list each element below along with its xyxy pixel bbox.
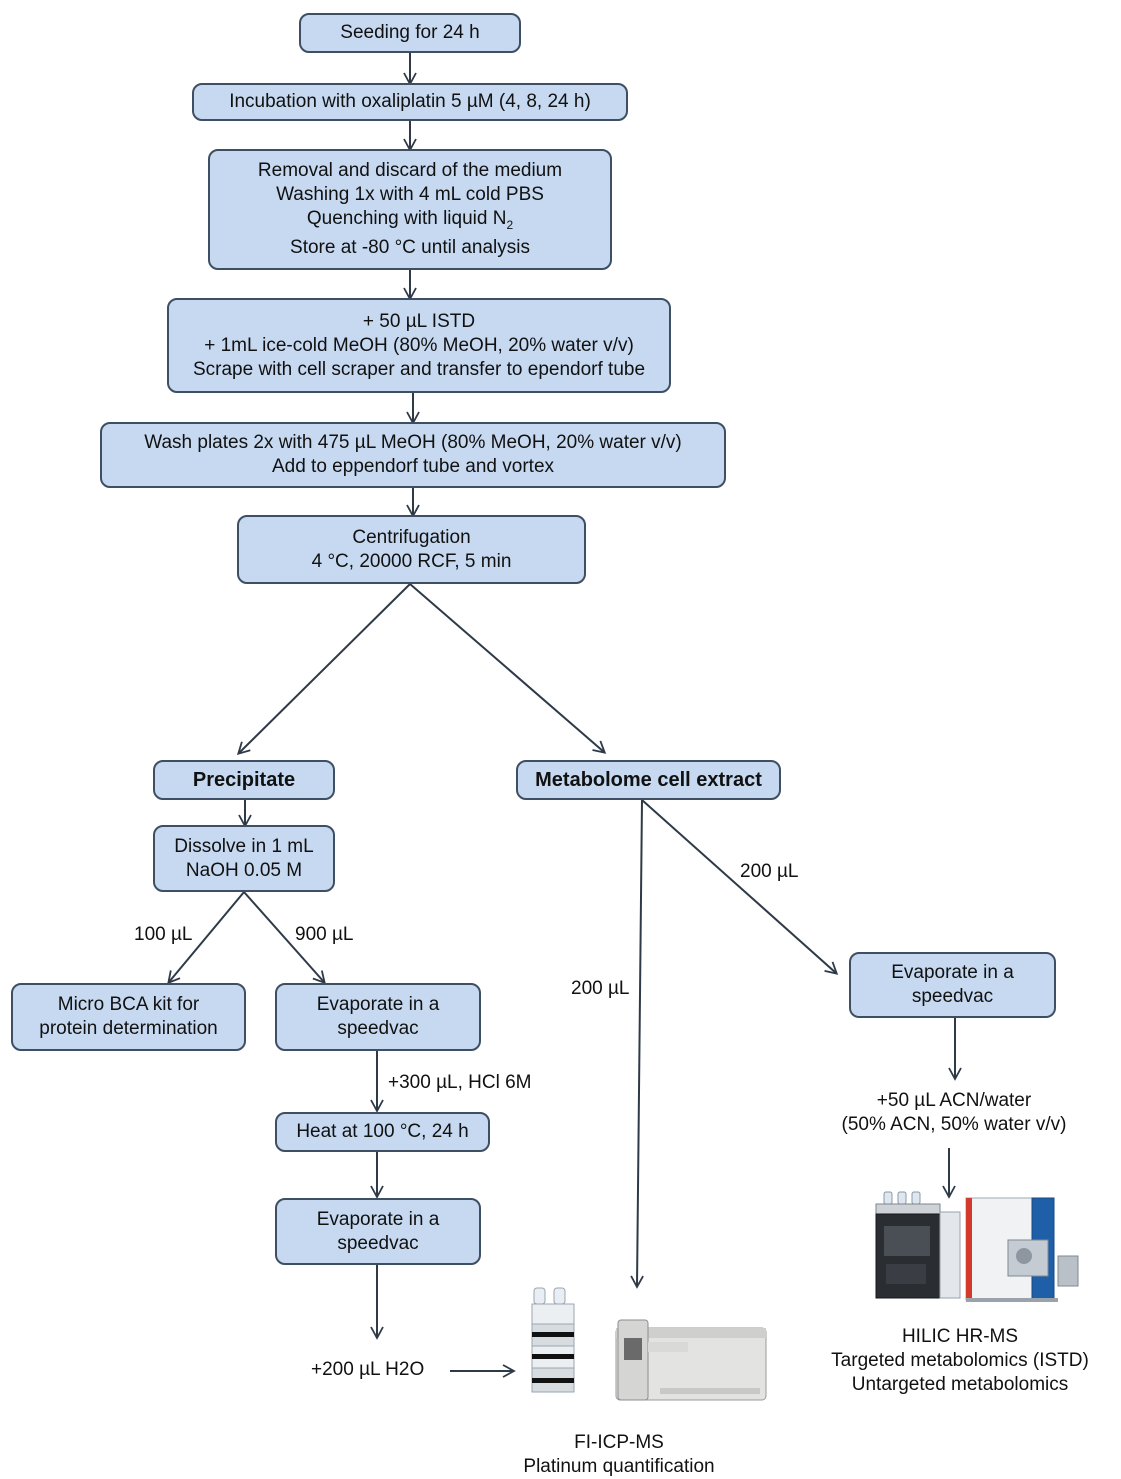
volume-100-label: 100 µL [134, 924, 193, 945]
step-removal: Removal and discard of the medium Washin… [208, 149, 612, 270]
step-metabolome: Metabolome cell extract [516, 760, 781, 800]
wash-line-1: Wash plates 2x with 475 µL MeOH (80% MeO… [144, 432, 682, 453]
hilic-caption-line-3: Untargeted metabolomics [851, 1374, 1069, 1395]
evaporate-right-line-2: speedvac [911, 986, 994, 1007]
micro-bca-line-1: Micro BCA kit for [57, 994, 200, 1015]
acn-label: +50 µL ACN/water (50% ACN, 50% water v/v… [820, 1089, 1088, 1137]
step-evaporate-left: Evaporate in a speedvac [275, 983, 481, 1051]
step-centrifugation: Centrifugation 4 °C, 20000 RCF, 5 min [237, 515, 586, 584]
istd-line-3: Scrape with cell scraper and transfer to… [192, 358, 646, 380]
icp-ms-caption-line-1: FI-ICP-MS [574, 1432, 664, 1453]
icp-ms-caption: FI-ICP-MS Platinum quantification [500, 1431, 738, 1479]
step-seeding-label: Seeding for 24 h [340, 22, 480, 43]
istd-line-2: + 1mL ice-cold MeOH (80% MeOH, 20% water… [204, 334, 634, 356]
step-incubation-label: Incubation with oxaliplatin 5 µM (4, 8, … [229, 91, 591, 112]
removal-line-4: Store at -80 °C until analysis [290, 237, 530, 259]
centrifugation-line-1: Centrifugation [352, 526, 471, 548]
step-incubation: Incubation with oxaliplatin 5 µM (4, 8, … [192, 83, 628, 121]
icp-ms-caption-line-2: Platinum quantification [523, 1456, 715, 1477]
arrow-metabolome-evaporate [641, 799, 839, 975]
arrow-dissolve-evaporate [243, 891, 326, 985]
icp-ms-instrument-icon [531, 1287, 767, 1401]
evaporate-left-2-line-2: speedvac [337, 1232, 419, 1254]
step-evaporate-left-2: Evaporate in a speedvac [275, 1198, 481, 1265]
evaporate-left-line-2: speedvac [337, 1018, 419, 1039]
wash-line-2: Add to eppendorf tube and vortex [271, 456, 555, 477]
step-precipitate: Precipitate [153, 760, 335, 800]
arrow-dissolve-microbca [167, 891, 245, 985]
arrow-centrifugation-precipitate [236, 583, 411, 756]
step-heat: Heat at 100 °C, 24 h [275, 1112, 490, 1152]
removal-line-3: Quenching with liquid N2 [307, 207, 513, 237]
dissolve-line-1: Dissolve in 1 mL [174, 835, 314, 857]
evaporate-left-2-line-1: Evaporate in a [316, 1208, 440, 1230]
removal-line-3-text: Quenching with liquid N [306, 207, 507, 229]
step-istd: + 50 µL ISTD + 1mL ice-cold MeOH (80% Me… [167, 298, 671, 393]
removal-line-2: Washing 1x with 4 mL cold PBS [276, 183, 544, 205]
metabolome-label: Metabolome cell extract [535, 769, 762, 791]
removal-line-1: Removal and discard of the medium [257, 159, 563, 181]
hilic-caption: HILIC HR-MS Targeted metabolomics (ISTD)… [820, 1325, 1100, 1397]
centrifugation-line-2: 4 °C, 20000 RCF, 5 min [311, 550, 512, 572]
removal-line-3-subscript: 2 [506, 217, 514, 232]
step-dissolve: Dissolve in 1 mL NaOH 0.05 M [153, 825, 335, 892]
hilic-caption-line-1: HILIC HR-MS [901, 1326, 1019, 1347]
heat-label: Heat at 100 °C, 24 h [296, 1121, 469, 1142]
acn-line-1: +50 µL ACN/water [876, 1090, 1032, 1111]
volume-200-left-label: 200 µL [571, 978, 630, 999]
micro-bca-line-2: protein determination [39, 1018, 218, 1039]
step-evaporate-right: Evaporate in a speedvac [849, 952, 1056, 1018]
acn-line-2: (50% ACN, 50% water v/v) [841, 1114, 1067, 1135]
arrow-metabolome-icp [630, 799, 644, 1289]
volume-900-label: 900 µL [295, 924, 354, 945]
step-micro-bca: Micro BCA kit for protein determination [11, 983, 246, 1051]
step-seeding: Seeding for 24 h [299, 13, 521, 53]
step-wash: Wash plates 2x with 475 µL MeOH (80% MeO… [100, 422, 726, 488]
evaporate-right-line-1: Evaporate in a [891, 962, 1014, 983]
evaporate-left-line-1: Evaporate in a [316, 994, 440, 1015]
hilic-caption-line-2: Targeted metabolomics (ISTD) [831, 1350, 1089, 1371]
volume-200-right-label: 200 µL [740, 861, 799, 882]
hcl-label: +300 µL, HCl 6M [388, 1072, 532, 1093]
arrow-centrifugation-metabolome [409, 583, 607, 754]
hilic-hr-ms-instrument-icon [875, 1191, 1079, 1302]
dissolve-line-2: NaOH 0.05 M [185, 859, 303, 881]
istd-line-1: + 50 µL ISTD [362, 310, 476, 332]
h2o-label: +200 µL H2O [311, 1359, 425, 1380]
precipitate-label: Precipitate [192, 769, 296, 791]
